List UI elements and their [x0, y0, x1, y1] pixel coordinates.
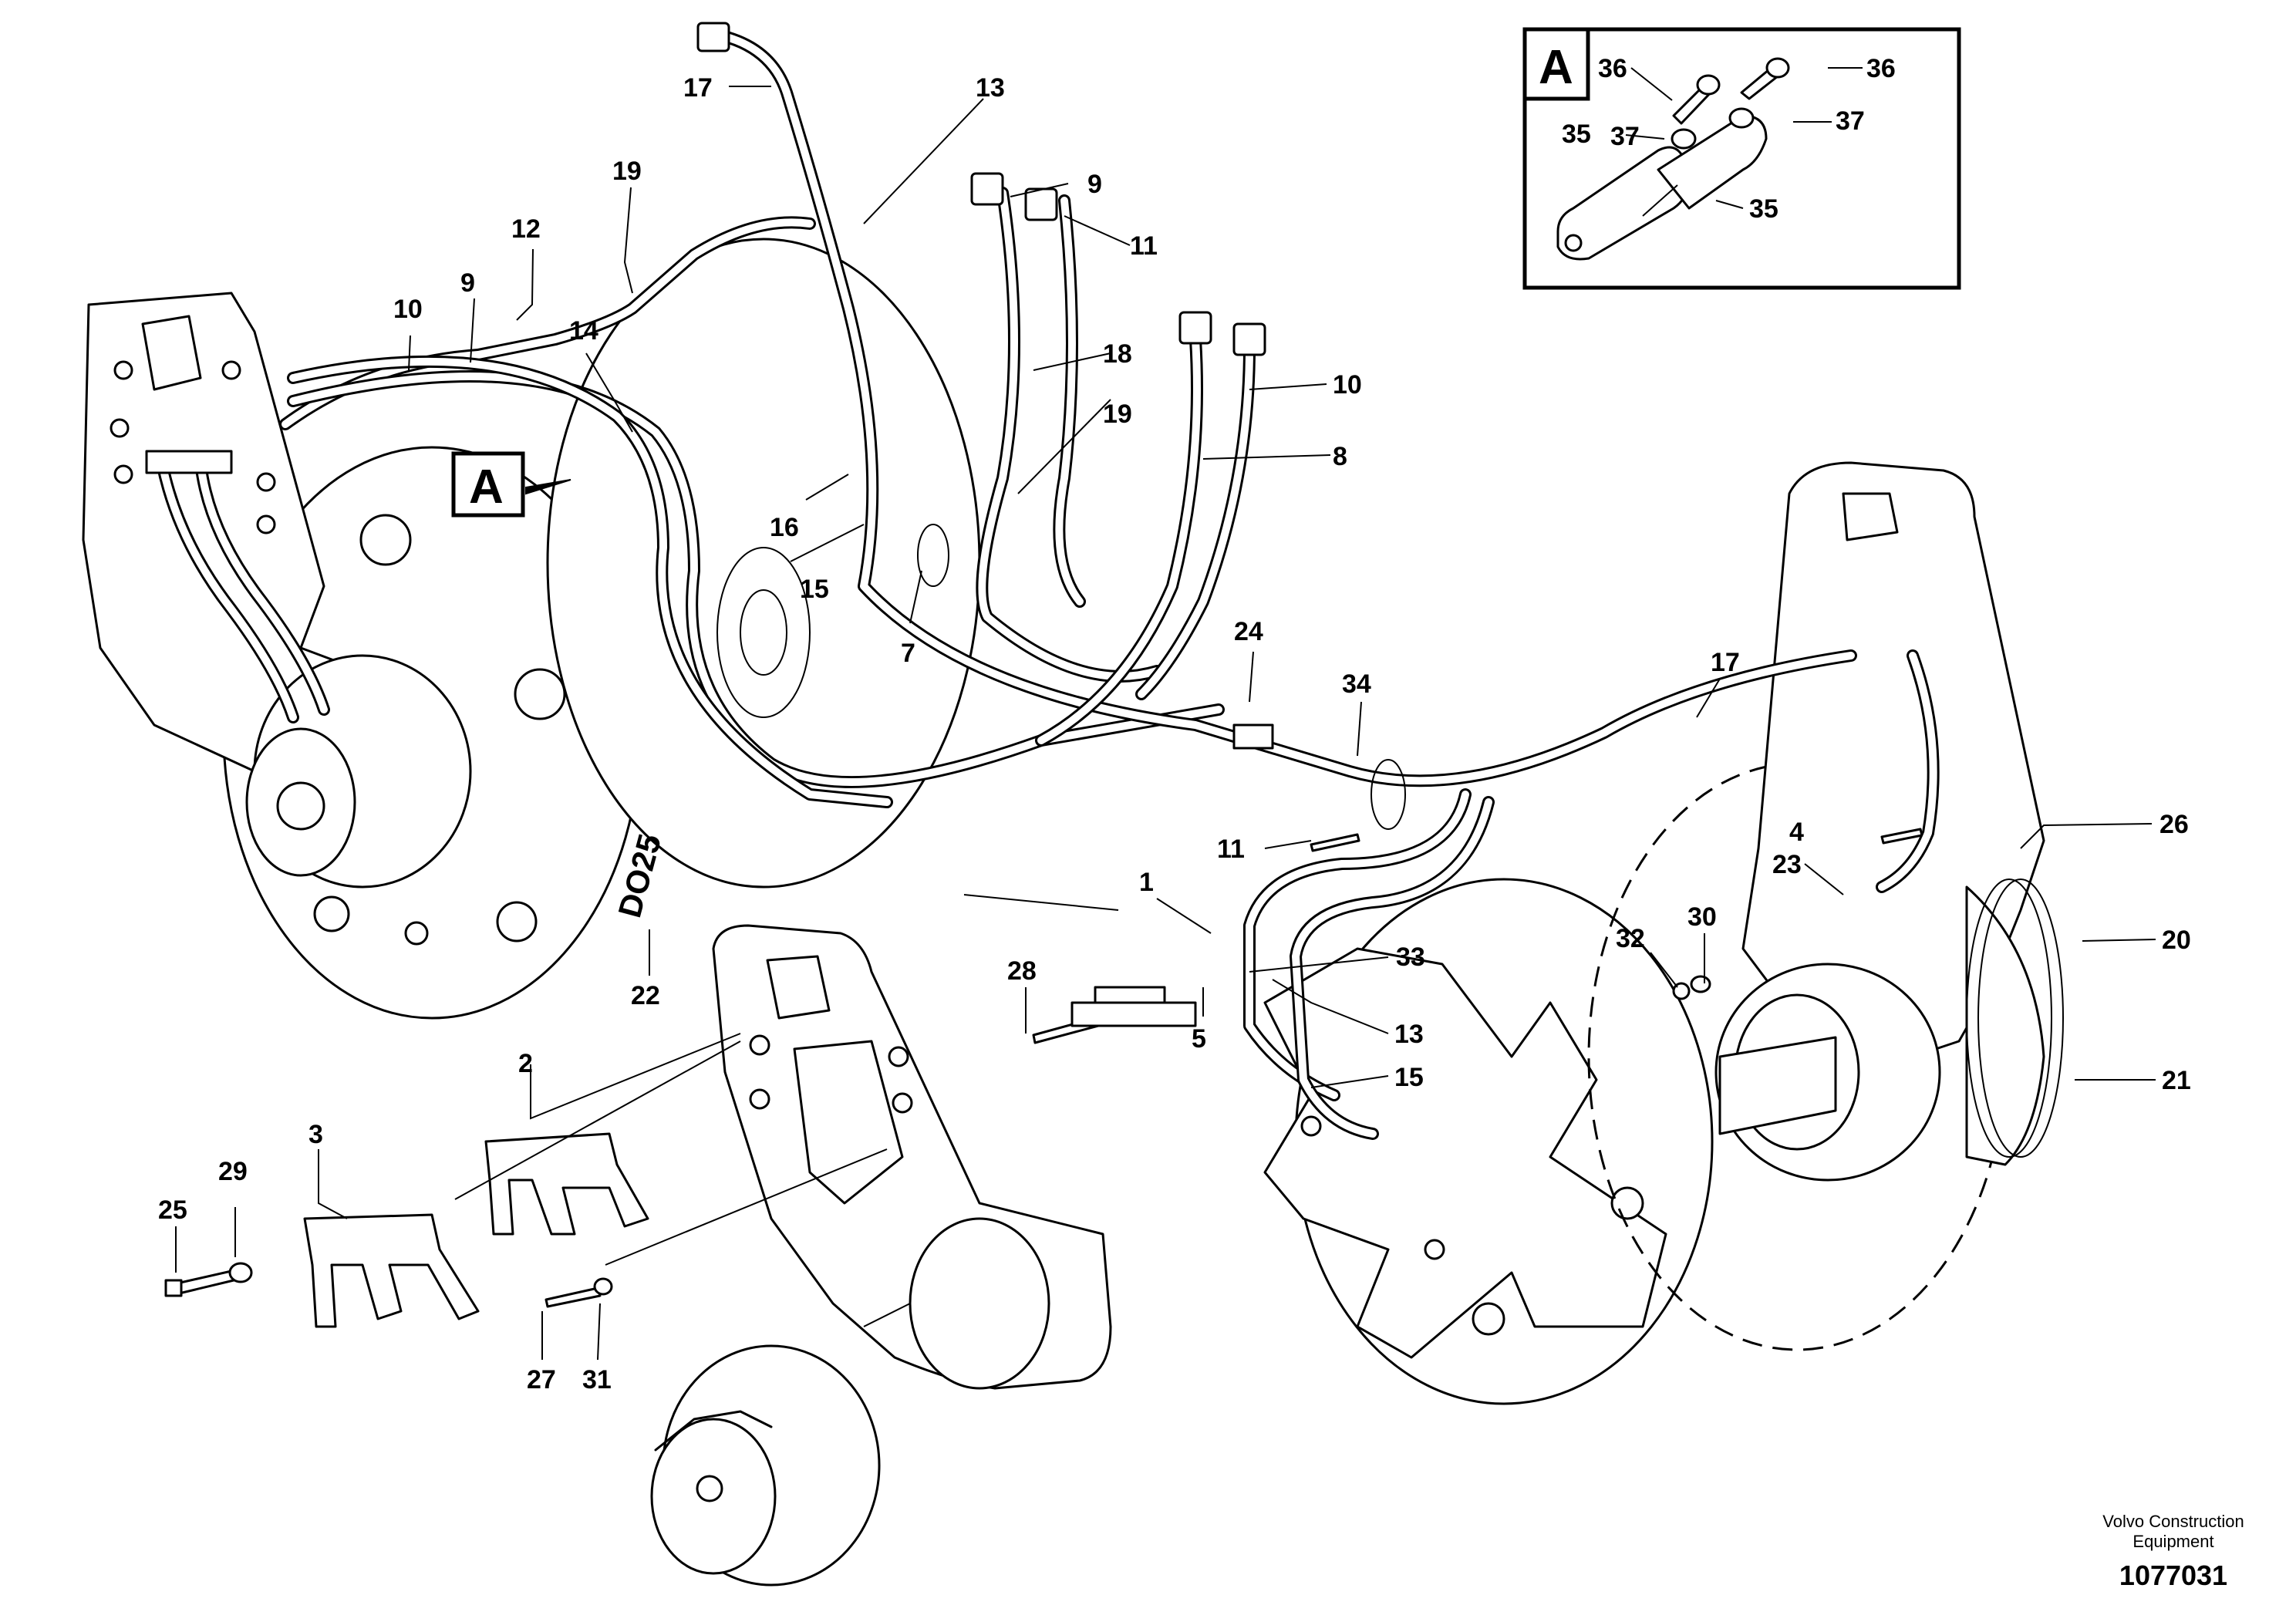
callout-9: 9: [1087, 170, 1102, 199]
callout-17: 17: [683, 73, 713, 103]
callout-17: 17: [1711, 648, 1740, 677]
callout-35: 35: [1562, 120, 1591, 149]
footer-brand: Volvo Construction Equipment 1077031: [2102, 1512, 2244, 1591]
callout-16: 16: [770, 513, 799, 542]
callout-12: 12: [511, 214, 541, 244]
callout-37: 37: [1836, 106, 1865, 136]
callout-26: 26: [2159, 810, 2189, 839]
callout-10: 10: [1333, 370, 1362, 400]
callout-20: 20: [2162, 926, 2191, 955]
callout-27: 27: [527, 1365, 556, 1394]
left-brake-caliper: [245, 514, 566, 946]
callout-32: 32: [1616, 924, 1645, 953]
detail-view-letter: A: [1539, 41, 1573, 94]
callout-29: 29: [218, 1157, 248, 1186]
callout-33: 33: [1396, 943, 1425, 972]
hose-fittings: [145, 22, 1274, 750]
callout-34: 34: [1342, 669, 1371, 699]
callout-37: 37: [1610, 122, 1640, 151]
callout-11: 11: [1130, 231, 1158, 261]
brand-line-1: Volvo Construction: [2102, 1512, 2244, 1531]
lower-brake-caliper: [650, 1344, 881, 1587]
callout-31: 31: [582, 1365, 612, 1394]
brand-line-2: Equipment: [2132, 1532, 2213, 1551]
callout-15: 15: [800, 575, 829, 604]
callout-14: 14: [569, 316, 598, 346]
callout-13: 13: [976, 73, 1005, 103]
callout-labels: 17 13 9 11 19 12 10 9 14 18 10 19 8 16 1…: [158, 54, 2191, 1394]
callout-22: 22: [631, 981, 660, 1010]
hydraulic-hoses: [156, 29, 1940, 1140]
callout-36: 36: [1598, 54, 1627, 83]
callout-11: 11: [1217, 835, 1245, 864]
callout-4: 4: [1789, 818, 1804, 847]
callout-9: 9: [460, 268, 475, 298]
callout-25: 25: [158, 1195, 187, 1225]
callout-35: 35: [1749, 194, 1778, 224]
bracket-plate-2: [484, 1132, 649, 1236]
callout-24: 24: [1234, 617, 1263, 646]
callout-19: 19: [1103, 400, 1132, 429]
callout-8: 8: [1333, 442, 1347, 471]
callout-19: 19: [612, 157, 642, 186]
leader-lines: [175, 67, 2156, 1361]
lower-mounting-bracket: [712, 924, 1112, 1390]
drawing-number: 1077031: [2119, 1560, 2227, 1591]
callout-7: 7: [901, 639, 915, 668]
view-marker-letter: A: [469, 460, 504, 514]
view-marker-a: A: [451, 451, 571, 518]
right-brake-disc: [1263, 878, 1714, 1405]
ring-clamps: [917, 524, 2064, 1158]
callout-10: 10: [393, 295, 423, 324]
callout-28: 28: [1007, 956, 1037, 986]
callout-18: 18: [1103, 339, 1132, 369]
callout-21: 21: [2162, 1066, 2191, 1095]
callout-30: 30: [1687, 902, 1717, 932]
callout-13: 13: [1394, 1020, 1424, 1049]
callout-1: 1: [1139, 868, 1154, 897]
bracket-plate-3: [303, 1213, 480, 1328]
callout-5: 5: [1192, 1024, 1206, 1054]
callout-2: 2: [518, 1049, 533, 1078]
small-hardware: [164, 828, 1923, 1308]
callout-36: 36: [1866, 54, 1896, 83]
callout-3: 3: [308, 1120, 323, 1149]
callout-23: 23: [1772, 850, 1802, 879]
callout-15: 15: [1394, 1063, 1424, 1092]
detail-view-a: A: [1522, 27, 1961, 290]
